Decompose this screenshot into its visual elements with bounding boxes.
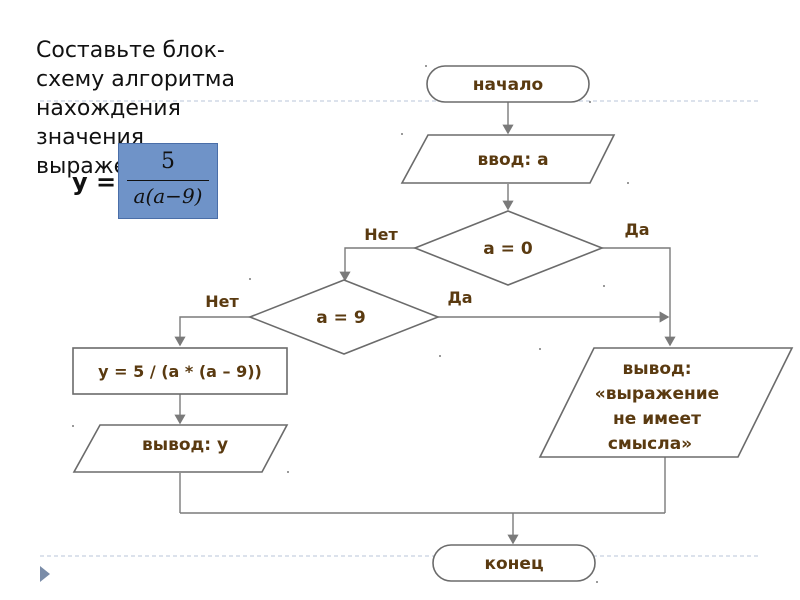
fraction-bar xyxy=(127,180,209,181)
output-message-line: вывод: xyxy=(622,359,691,379)
input-block xyxy=(400,134,616,184)
decor-dot xyxy=(401,133,403,135)
decor-dot xyxy=(425,65,427,67)
formula-y-label: y = xyxy=(72,168,117,196)
yes-label: Да xyxy=(624,220,649,239)
decor-dot xyxy=(596,581,598,583)
connector-no-2 xyxy=(174,316,250,347)
start-terminator xyxy=(426,65,590,103)
task-line: нахождения xyxy=(36,96,181,121)
output-message-line: не имеет xyxy=(613,409,701,429)
decision-a0-label: a = 0 xyxy=(483,239,533,259)
formula-numerator: 5 xyxy=(161,149,175,174)
decor-dot xyxy=(627,182,629,184)
decor-dot xyxy=(72,425,74,427)
decision-a9-label: a = 9 xyxy=(316,308,365,328)
end-terminator xyxy=(432,544,596,582)
connector-yes-1 xyxy=(602,247,676,347)
decision-a9 xyxy=(247,279,441,355)
decor-dot xyxy=(539,348,541,350)
end-label: конец xyxy=(484,554,543,574)
process-label: y = 5 / (a * (a – 9)) xyxy=(98,362,262,381)
task-text: Составьте блок- схему алгоритма нахожден… xyxy=(36,36,286,181)
no-label: Нет xyxy=(205,292,239,311)
decor-dot xyxy=(603,285,605,287)
task-line: Составьте блок- xyxy=(36,38,225,63)
output-message-block xyxy=(538,347,794,458)
output-message-line: «выражение xyxy=(595,384,719,404)
decor-dot xyxy=(249,278,251,280)
connector-no-1 xyxy=(339,247,415,282)
decor-dot xyxy=(287,471,289,473)
process-block xyxy=(72,347,288,395)
start-label: начало xyxy=(473,75,544,95)
decision-a0 xyxy=(412,210,605,286)
decor-dot xyxy=(589,101,591,103)
input-label: ввод: a xyxy=(477,150,548,170)
formula-denominator: a(a−9) xyxy=(133,184,203,208)
decor-dot xyxy=(439,355,441,357)
yes-label: Да xyxy=(447,288,472,307)
slide-nav-arrow-icon xyxy=(40,566,50,582)
output-message-line: смысла» xyxy=(608,434,692,454)
output-y-label: вывод: y xyxy=(142,435,228,455)
formula-image: 5 a(a−9) xyxy=(118,143,218,219)
task-line: схему алгоритма xyxy=(36,67,235,92)
output-y-block xyxy=(72,424,289,473)
no-label: Нет xyxy=(364,225,398,244)
